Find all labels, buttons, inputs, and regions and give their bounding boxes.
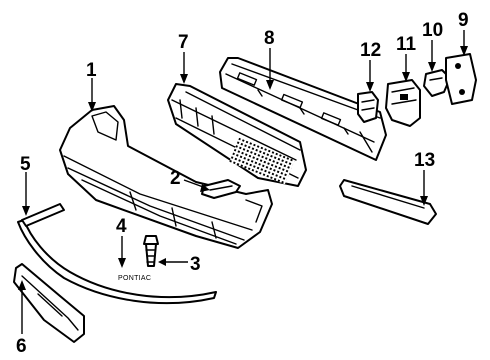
callout-7: 7 xyxy=(178,32,189,53)
callout-6: 6 xyxy=(16,336,27,357)
callout-4: 4 xyxy=(116,216,127,237)
callout-5: 5 xyxy=(20,154,31,175)
molding-strip-part xyxy=(17,203,217,305)
callout-13: 13 xyxy=(414,150,435,171)
callout-11: 11 xyxy=(396,34,417,55)
callout-12: 12 xyxy=(360,40,381,61)
fastener-part xyxy=(143,235,159,267)
lower-valance-part xyxy=(13,263,85,343)
mount-bracket-part xyxy=(385,79,421,127)
callout-1: 1 xyxy=(86,60,97,81)
bracket-part xyxy=(201,179,241,199)
bumper-fascia-part xyxy=(59,105,273,249)
mounting-plate-part xyxy=(445,53,477,105)
emblem-part: PONTIAC xyxy=(118,275,151,282)
callout-2: 2 xyxy=(170,168,181,189)
emblem-label: PONTIAC xyxy=(118,275,151,282)
callout-8: 8 xyxy=(264,28,275,49)
callout-10: 10 xyxy=(422,20,443,41)
callout-labels: 1 2 3 4 5 6 7 8 9 10 11 12 13 xyxy=(16,10,469,357)
lower-bracket-part xyxy=(339,179,437,225)
leader-lines xyxy=(18,30,468,334)
callout-3: 3 xyxy=(190,254,201,275)
impact-bar-part xyxy=(219,57,387,161)
side-bracket-part xyxy=(357,91,379,123)
energy-absorber-part xyxy=(167,83,307,187)
clip-part xyxy=(423,69,451,97)
callout-9: 9 xyxy=(458,10,469,31)
